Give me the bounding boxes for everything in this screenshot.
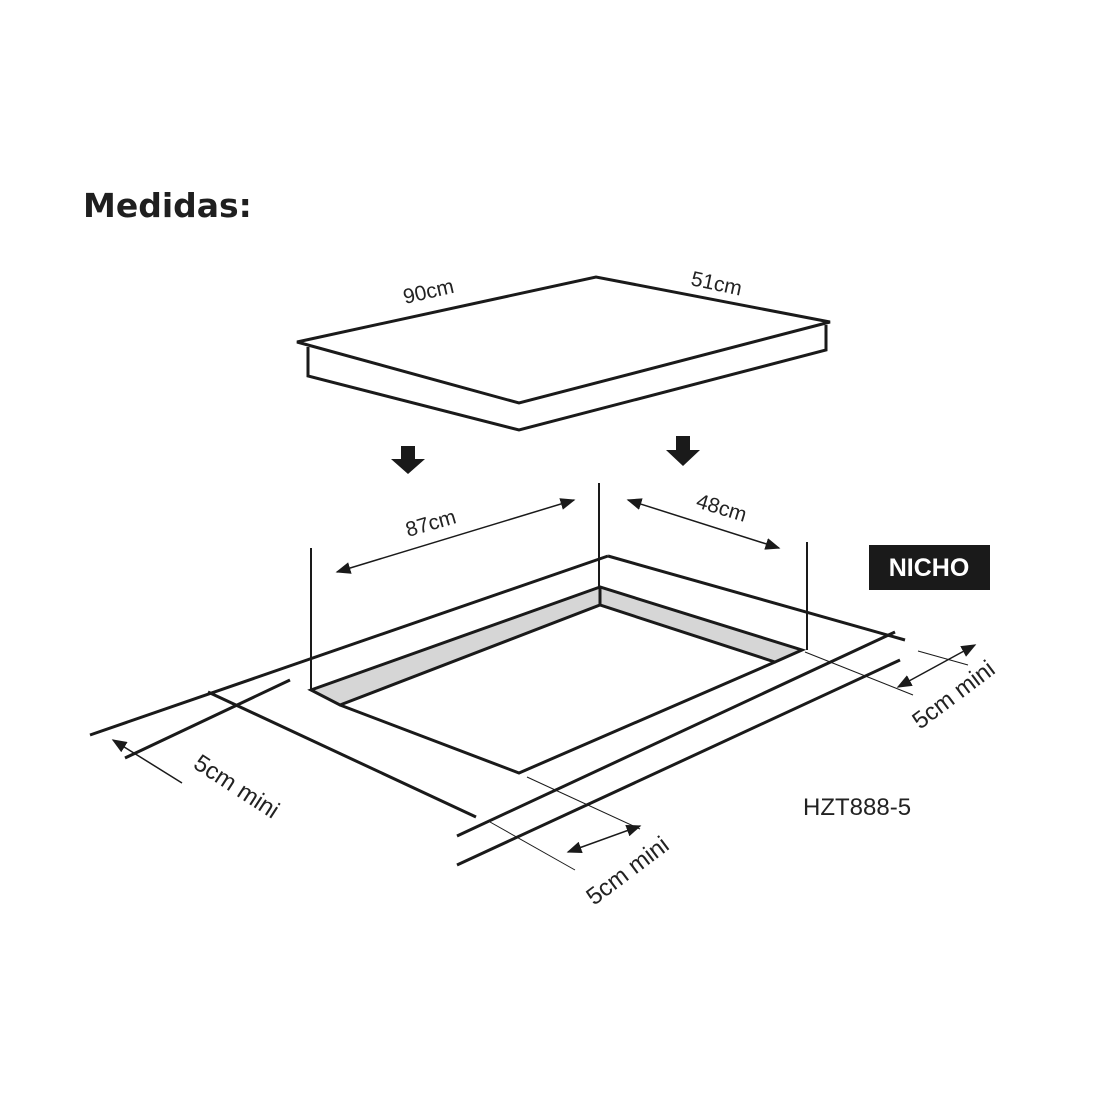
dimension-arrows (111, 498, 977, 871)
front-clearance-label: 5cm mini (581, 831, 674, 910)
countertop-lines (89, 554, 906, 867)
guide-lines (310, 483, 808, 690)
down-arrow-icon (391, 436, 700, 474)
nicho-label: NICHO (889, 554, 970, 582)
right-clearance-label: 5cm mini (907, 655, 1000, 734)
left-clearance-label: 5cm mini (189, 749, 284, 824)
nicho-tag: NICHO (869, 545, 990, 590)
cutout-hole (307, 585, 807, 775)
page-title: Medidas: (83, 186, 252, 225)
cutout-depth-label: 48cm (694, 490, 750, 527)
model-label: HZT888-5 (803, 794, 911, 821)
cutout-width-label: 87cm (403, 506, 459, 542)
cooktop-width-label: 90cm (401, 275, 456, 309)
cooktop-shape (296, 275, 831, 432)
